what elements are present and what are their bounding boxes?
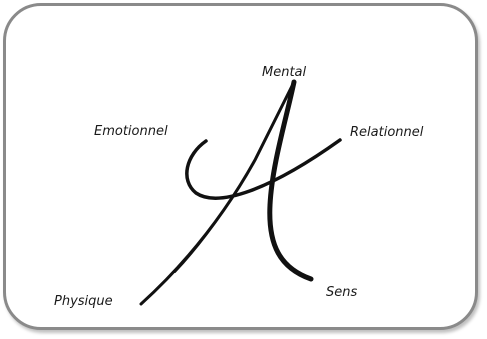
label-relationnel: Relationnel [350, 125, 424, 140]
label-sens: Sens [326, 285, 357, 300]
label-mental: Mental [262, 65, 307, 80]
label-emotionnel: Emotionnel [94, 124, 168, 139]
label-physique: Physique [54, 294, 113, 309]
emotionnel-to-relationnel-stroke [187, 140, 340, 198]
